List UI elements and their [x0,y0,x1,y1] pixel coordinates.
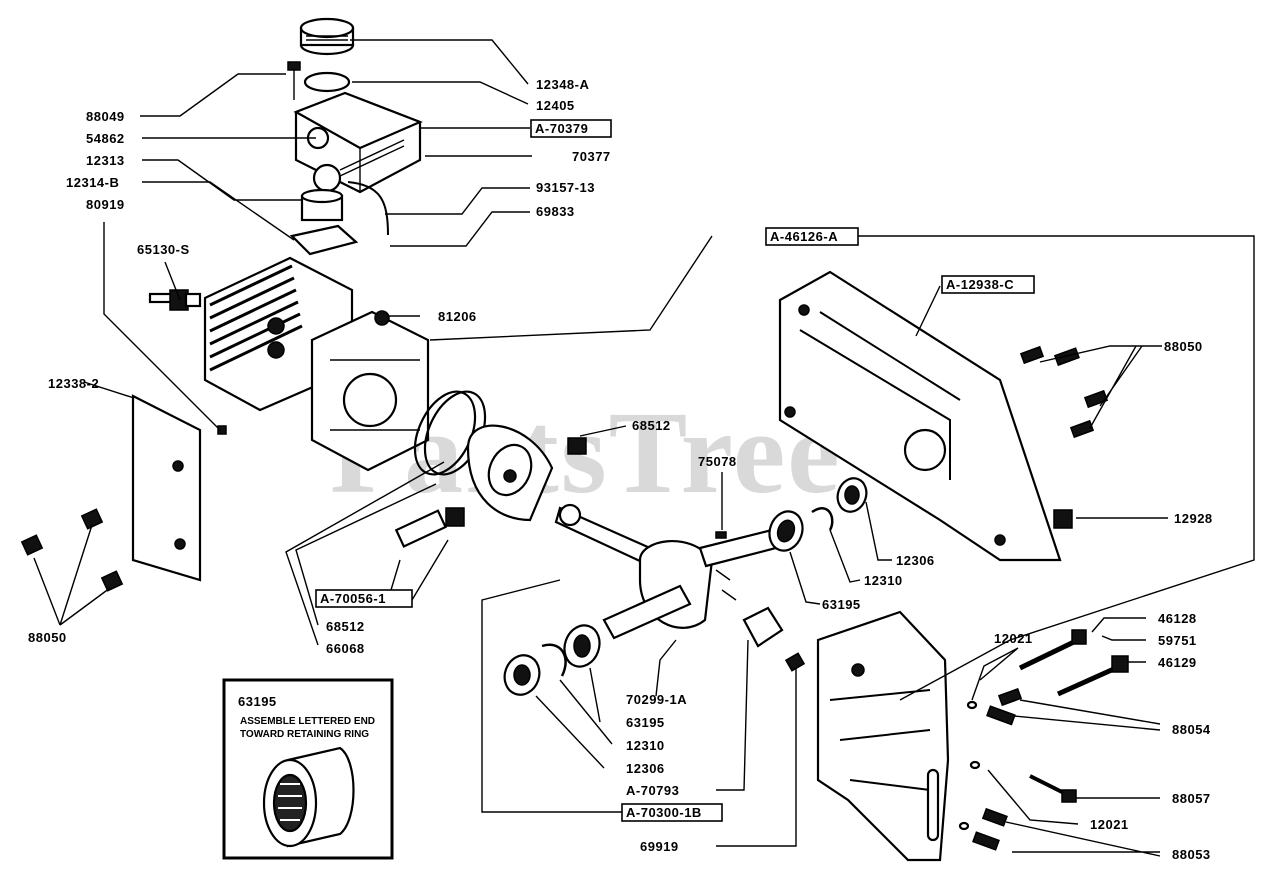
label-a-46126-a[interactable]: A-46126-A [770,229,838,244]
bolt-88057-part[interactable] [1029,774,1077,803]
label-75078[interactable]: 75078 [698,454,737,469]
label-70299-1a[interactable]: 70299-1A [626,692,687,707]
crankshaft-part[interactable] [554,503,778,640]
label-66068[interactable]: 66068 [326,641,365,656]
label-54862[interactable]: 54862 [86,131,125,146]
label-a-46126-a-box [765,227,859,246]
label-88054[interactable]: 88054 [1172,722,1211,737]
label-12310-left[interactable]: 12310 [626,738,665,753]
label-a-70056-1-box [315,589,413,608]
label-69919[interactable]: 69919 [640,839,679,854]
label-12314-b[interactable]: 12314-B [66,175,119,190]
label-70377[interactable]: 70377 [572,149,611,164]
label-88049[interactable]: 88049 [86,109,125,124]
label-a-70379-box [530,119,612,138]
cylinder-shield-part[interactable] [293,91,423,194]
retaining-ring-left-part[interactable] [541,643,567,677]
label-12021-bottom[interactable]: 12021 [1090,817,1129,832]
label-a-70379[interactable]: A-70379 [535,121,588,136]
bearing-assembly-inset: 63195 ASSEMBLE LETTERED END TOWARD RETAI… [222,678,394,860]
seal-right-part[interactable] [833,474,871,516]
label-88050-left[interactable]: 88050 [28,630,67,645]
right-crankcase-part[interactable] [778,270,1062,562]
label-12313[interactable]: 12313 [86,153,125,168]
cover-plate-part[interactable] [131,394,202,582]
label-a-12938-c-box [941,275,1035,294]
lower-bracket-part[interactable] [816,610,950,862]
piston-part[interactable] [466,424,554,522]
wrist-pin-part[interactable] [394,437,587,548]
top-cap-part[interactable] [299,17,355,56]
label-68512-bottom[interactable]: 68512 [326,619,365,634]
label-a-70300-1b[interactable]: A-70300-1B [626,805,702,820]
label-12306-right[interactable]: 12306 [896,553,935,568]
bolts-88054-part[interactable] [986,687,1023,726]
gasket-part[interactable] [289,224,359,256]
label-59751[interactable]: 59751 [1158,633,1197,648]
inset-note-line1: ASSEMBLE LETTERED END [240,716,375,727]
inset-note-line2: TOWARD RETAINING RING [240,729,369,740]
leader-lines [33,39,1255,857]
bolts-88053-part[interactable] [972,807,1008,851]
bolts-88050-left-part[interactable] [20,508,124,592]
label-69833[interactable]: 69833 [536,204,575,219]
label-88053[interactable]: 88053 [1172,847,1211,862]
label-12310-right[interactable]: 12310 [864,573,903,588]
bolts-88050-right-part[interactable] [1019,345,1109,439]
bolt-46129-part[interactable] [1056,655,1129,697]
screw-88049-part[interactable] [287,61,301,100]
bolt-46128-part[interactable] [1018,629,1087,671]
bearing-left-part[interactable] [559,620,605,671]
label-46128[interactable]: 46128 [1158,611,1197,626]
label-a-70300-1b-box [621,803,723,822]
label-80919[interactable]: 80919 [86,197,125,212]
label-a-70056-1[interactable]: A-70056-1 [320,591,386,606]
label-81206[interactable]: 81206 [438,309,477,324]
label-93157-13[interactable]: 93157-13 [536,180,595,195]
bearing-right-part[interactable] [764,507,808,556]
key-part[interactable] [715,531,727,539]
grommet-part[interactable] [1053,509,1073,529]
label-12405[interactable]: 12405 [536,98,575,113]
inset-part-number: 63195 [238,694,277,709]
screw-80919-part[interactable] [217,425,227,435]
label-12348-a[interactable]: 12348-A [536,77,589,92]
label-a-70793[interactable]: A-70793 [626,783,679,798]
spark-plug-part[interactable] [148,289,202,311]
manifold-part[interactable] [300,188,344,222]
o-ring-part[interactable] [303,71,351,93]
label-65130-s[interactable]: 65130-S [137,242,190,257]
label-88057[interactable]: 88057 [1172,791,1211,806]
cable-part[interactable] [347,181,389,236]
washers-12021-part[interactable] [958,700,981,831]
label-63195-right[interactable]: 63195 [822,597,861,612]
label-12021-top[interactable]: 12021 [994,631,1033,646]
label-12306-left[interactable]: 12306 [626,761,665,776]
label-12338-2[interactable]: 12338-2 [48,376,99,391]
part-labels: 12348-A 12405 A-70379 70377 93157-13 698… [28,77,1213,862]
label-63195-left[interactable]: 63195 [626,715,665,730]
clutch-spacer-part[interactable] [742,606,806,672]
label-88050-right[interactable]: 88050 [1164,339,1203,354]
inset-bearing-illustration [262,746,355,848]
retaining-ring-right-part[interactable] [811,507,834,531]
seal-left-part[interactable] [499,650,545,699]
label-12928[interactable]: 12928 [1174,511,1213,526]
crankcase-part[interactable] [310,310,430,472]
label-46129[interactable]: 46129 [1158,655,1197,670]
label-a-12938-c[interactable]: A-12938-C [946,277,1014,292]
label-68512-top[interactable]: 68512 [632,418,671,433]
